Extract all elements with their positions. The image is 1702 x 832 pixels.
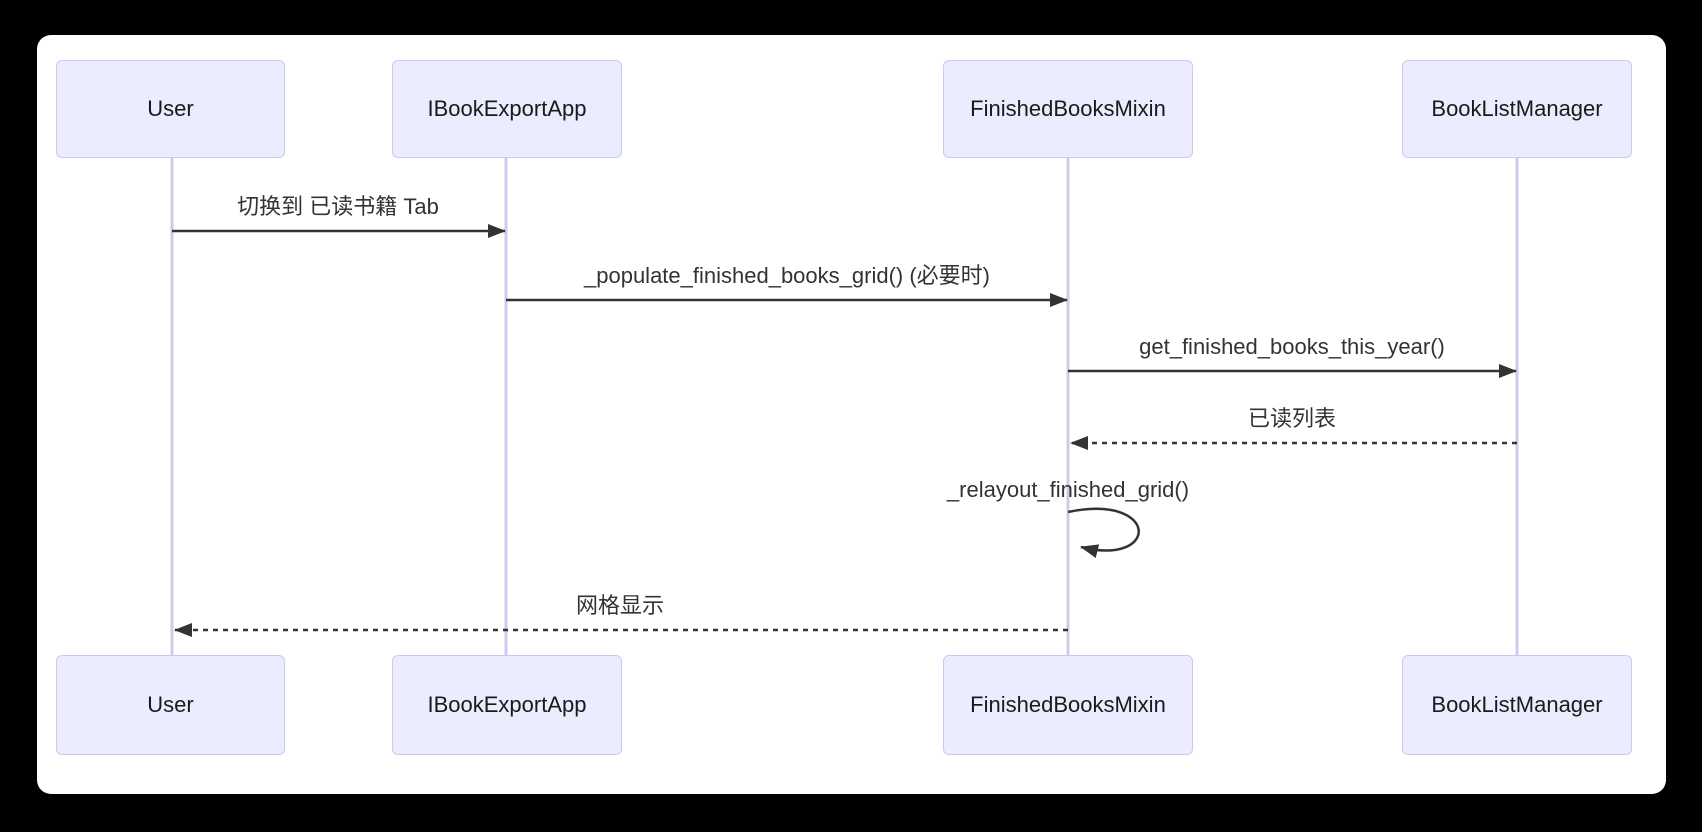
actor-box-ibookexportapp-bottom: IBookExportApp — [392, 655, 622, 755]
message-label-5: _relayout_finished_grid() — [946, 477, 1190, 502]
actor-label: IBookExportApp — [427, 96, 587, 121]
actor-box-finishedbooksmixin-top: FinishedBooksMixin — [943, 60, 1193, 158]
actor-box-user-top: User — [56, 60, 285, 158]
message-label-2: _populate_finished_books_grid() (必要时) — [584, 263, 990, 288]
actor-label: User — [147, 96, 194, 121]
message-arrow-5-self-loop — [1067, 507, 1140, 558]
message-label-4: 已读列表 — [1247, 406, 1337, 431]
message-label-6: 网格显示 — [575, 593, 665, 618]
actor-label: BookListManager — [1431, 96, 1603, 121]
actor-label: IBookExportApp — [427, 692, 587, 717]
diagram-lines-layer — [170, 158, 1519, 657]
actor-label: User — [147, 692, 194, 717]
actor-box-finishedbooksmixin-bottom: FinishedBooksMixin — [943, 655, 1193, 755]
actor-label: BookListManager — [1431, 692, 1603, 717]
message-label-1: 切换到 已读书籍 Tab — [237, 194, 439, 219]
sequence-diagram-canvas: User IBookExportApp FinishedBooksMixin B… — [37, 35, 1666, 794]
actor-box-booklistmanager-bottom: BookListManager — [1402, 655, 1632, 755]
actor-box-ibookexportapp-top: IBookExportApp — [392, 60, 622, 158]
actor-box-booklistmanager-top: BookListManager — [1402, 60, 1632, 158]
actor-label: FinishedBooksMixin — [970, 96, 1166, 121]
actor-label: FinishedBooksMixin — [970, 692, 1166, 717]
message-label-3: get_finished_books_this_year() — [1139, 334, 1445, 359]
actor-box-user-bottom: User — [56, 655, 285, 755]
